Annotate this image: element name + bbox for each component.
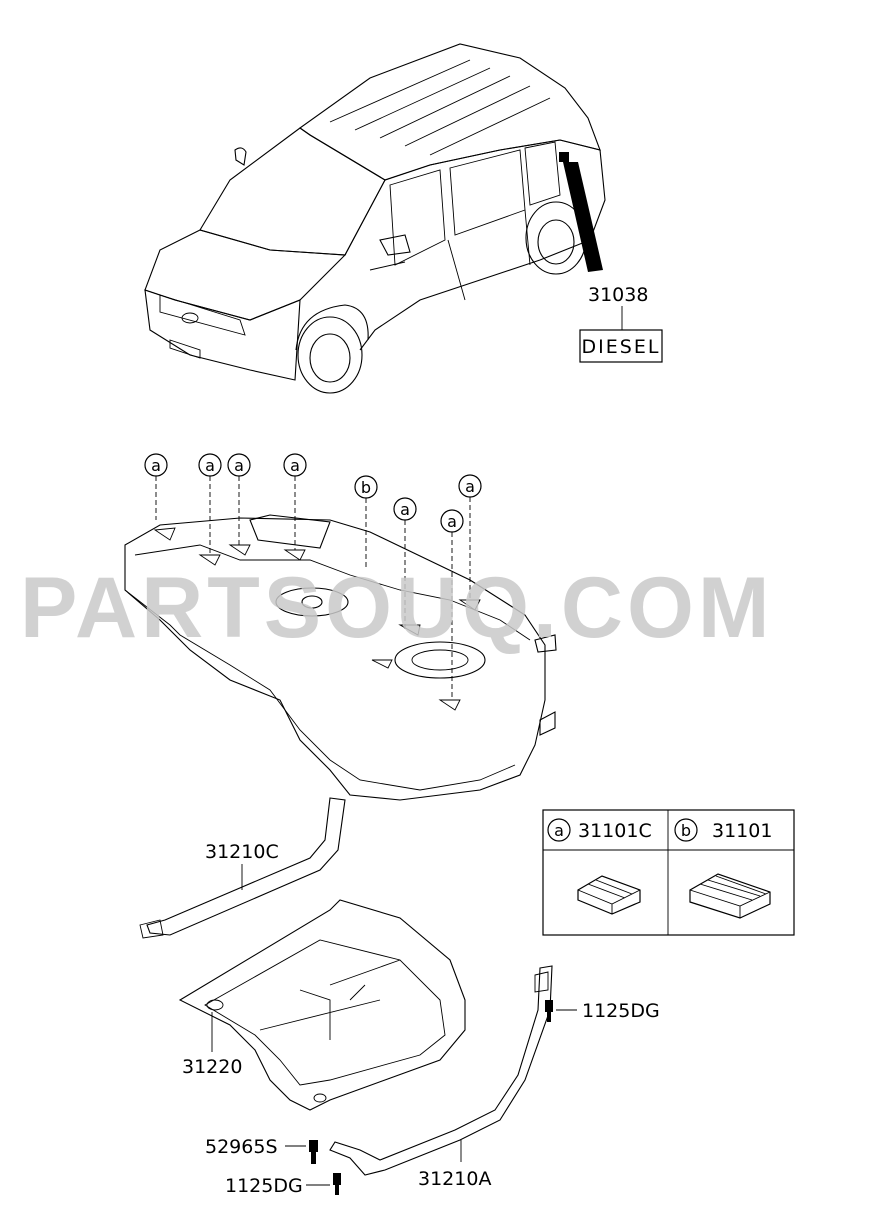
skid-guard-31220: 31220	[178, 899, 466, 1111]
diesel-emblem	[579, 329, 663, 363]
fuel-tank-illustration	[124, 514, 557, 801]
legend-a-part: 31101C	[578, 820, 652, 842]
legend-col-b: b 31101	[674, 818, 772, 919]
strap-31210a-label: 31210A	[418, 1168, 491, 1190]
svg-text:a: a	[234, 456, 244, 475]
svg-text:b: b	[681, 821, 691, 840]
pad-callout-a: a	[440, 509, 464, 700]
bolt-1125dg-right: 1125DG	[545, 1000, 660, 1022]
bolt-1125dg-left: 1125DG	[225, 1173, 341, 1197]
pad-callout-b: b	[354, 475, 378, 570]
strap-31210c-label: 31210C	[205, 841, 279, 863]
tank-pad-callouts: a a a a b a a	[144, 453, 482, 700]
svg-text:a: a	[447, 512, 457, 531]
svg-text:a: a	[290, 456, 300, 475]
watermark: PARTSOUQ.COM	[20, 560, 774, 656]
svg-text:a: a	[554, 821, 564, 840]
strap-31210c: 31210C	[139, 797, 346, 939]
bolt-right-label: 1125DG	[582, 1000, 660, 1022]
pad-callout-a: a	[144, 453, 168, 520]
emblem-part-number: 31038	[588, 284, 648, 306]
svg-text:a: a	[465, 477, 475, 496]
svg-text:a: a	[400, 500, 410, 519]
pad-legend-table: a 31101C b 31101	[542, 809, 795, 936]
vehicle-illustration	[144, 43, 606, 394]
pad-callout-a: a	[393, 497, 417, 632]
svg-text:a: a	[205, 456, 215, 475]
bolt-left-label: 1125DG	[225, 1175, 303, 1197]
emblem-callout: 31038 DIESEL	[579, 284, 663, 363]
pad-callout-a: a	[283, 453, 307, 550]
diesel-emblem-text: DIESEL	[582, 336, 661, 358]
legend-b-part: 31101	[712, 820, 772, 842]
pad-callout-a: a	[458, 474, 482, 600]
screw-label: 52965S	[205, 1136, 278, 1158]
pad-callout-a: a	[227, 453, 251, 545]
svg-text:b: b	[361, 478, 371, 497]
screw-52965s: 52965S	[205, 1136, 318, 1164]
svg-text:a: a	[151, 456, 161, 475]
pad-callout-a: a	[198, 453, 222, 555]
strap-31210a: 31210A	[329, 965, 553, 1190]
legend-col-a: a 31101C	[547, 818, 652, 915]
skid-guard-label: 31220	[182, 1056, 242, 1078]
